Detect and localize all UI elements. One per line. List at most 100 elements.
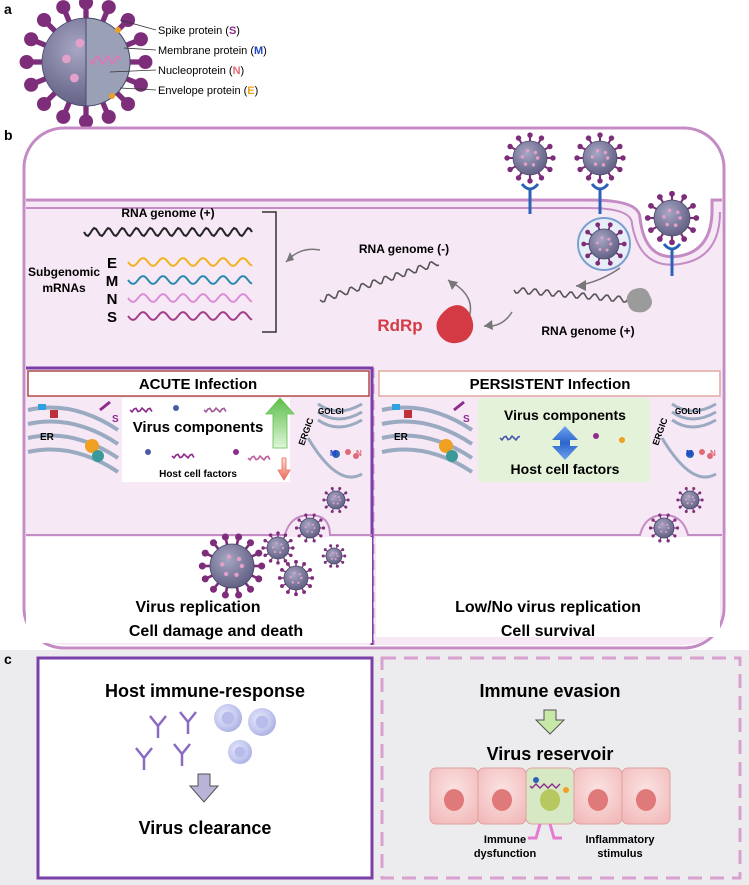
acute-virus-components: Virus components — [133, 419, 264, 436]
nucleocapsid-dot — [273, 550, 277, 554]
spike-head — [343, 554, 347, 558]
spike-head — [319, 534, 323, 538]
spike-head — [268, 533, 273, 537]
cell-nucleus — [588, 789, 608, 811]
nucleocapsid-dot — [339, 499, 342, 501]
spike-head — [547, 143, 553, 150]
spike-head — [276, 561, 280, 565]
spike-head — [515, 135, 522, 141]
mrna-label-M: M — [106, 273, 119, 290]
protein-dot — [533, 777, 539, 783]
nucleocapsid-dot — [331, 551, 334, 554]
antibody-icon — [179, 711, 197, 734]
spike-head — [319, 518, 323, 522]
acute-er-icon — [27, 400, 120, 474]
subgenomic-label-line1: Subgenomic — [28, 265, 100, 279]
protein-blob — [404, 410, 412, 418]
persistent-er-icon — [381, 400, 474, 474]
nucleocapsid-dot — [673, 223, 678, 228]
rna-fragment — [129, 406, 153, 414]
spike-head — [585, 229, 591, 235]
spike-head — [617, 253, 623, 259]
spike-head — [620, 155, 626, 161]
spike-head — [283, 559, 288, 563]
nucleocapsid-dot — [598, 247, 602, 251]
spike-head — [263, 553, 267, 558]
spike-head — [322, 498, 326, 502]
legend-leader-line — [119, 87, 157, 91]
acute-increase-arrow-icon — [265, 397, 295, 449]
nucleocapsid-dot — [523, 162, 528, 166]
cell-nucleus — [444, 789, 464, 811]
spike-head — [651, 518, 655, 522]
legend-leader-line — [123, 47, 157, 51]
immune-evasion-box — [380, 656, 742, 880]
panel-c-letter: c — [4, 651, 12, 667]
nucleocapsid-dot — [686, 502, 689, 505]
ergic-membrane — [306, 437, 363, 479]
spike-head — [308, 584, 312, 589]
nucleocapsid-dot — [313, 527, 316, 529]
spike-head — [36, 12, 52, 28]
spike-head — [595, 222, 601, 228]
er-membrane — [381, 447, 474, 474]
spike-head — [335, 564, 339, 568]
spike-head — [283, 533, 288, 537]
immune-response-box — [36, 656, 374, 880]
spike-head — [658, 539, 662, 543]
nucleocapsid-dot — [605, 156, 610, 160]
nucleocapsid-dot — [220, 562, 225, 567]
nucleocapsid-dot — [62, 54, 71, 64]
persistent-header-box — [378, 370, 721, 397]
spike-head — [338, 510, 342, 514]
persistent-balance-arrow-icon — [552, 426, 578, 460]
virus-envelope — [299, 517, 321, 539]
spike-head — [681, 236, 688, 242]
protein-blob — [50, 410, 58, 418]
acute-host-cell-factors: Host cell factors — [159, 469, 237, 480]
spike-head — [221, 533, 229, 541]
antibody-icons — [135, 711, 197, 770]
nucleocapsid-dot — [603, 150, 608, 155]
rna-fragment — [499, 434, 521, 442]
nucleocapsid-dot — [525, 149, 530, 153]
spike-head — [302, 590, 307, 594]
spike-head — [690, 227, 696, 234]
acute-s-label: S — [112, 414, 119, 425]
legend-code: E — [247, 85, 254, 97]
nucleocapsid-dot — [279, 551, 282, 554]
nucleocapsid-dot — [336, 502, 339, 505]
acute-extracellular — [26, 537, 372, 643]
subgenomic-bracket — [262, 211, 277, 333]
nucleocapsid-dot — [675, 210, 680, 215]
rna-fragment — [203, 406, 227, 414]
protein-blob — [439, 439, 453, 453]
legend-item-3: Envelope protein (E) — [158, 85, 258, 97]
spike-head — [607, 222, 613, 228]
nucleocapsid-dot — [667, 527, 670, 529]
spike-head — [24, 32, 39, 47]
antibody-icon — [149, 715, 167, 738]
spike-head — [285, 562, 290, 566]
spike-head — [597, 178, 603, 184]
arrow-head-icon — [448, 280, 458, 290]
immune-dysfunction-line2: dysfunction — [474, 848, 537, 860]
legend-leader-line — [119, 19, 157, 31]
coronavirus-icon — [504, 132, 556, 184]
virus-envelope — [680, 490, 700, 510]
nucleocapsid-dot — [332, 502, 335, 505]
m-protein-dot — [332, 450, 340, 458]
spike-head — [673, 534, 677, 538]
nucleocapsid-dot — [661, 522, 664, 525]
virus-envelope — [582, 140, 618, 176]
spike-head — [644, 215, 651, 221]
virus-envelope — [266, 536, 290, 560]
rna-genome-negative-strand — [319, 261, 440, 303]
rna-genome-positive-label-2: RNA genome (+) — [541, 324, 634, 338]
mrna-label-N: N — [107, 291, 118, 308]
spike-head — [312, 539, 316, 543]
spike-head — [133, 77, 148, 92]
spike-head — [294, 592, 298, 597]
spike-head — [120, 12, 136, 28]
ergic-membrane — [660, 437, 717, 479]
